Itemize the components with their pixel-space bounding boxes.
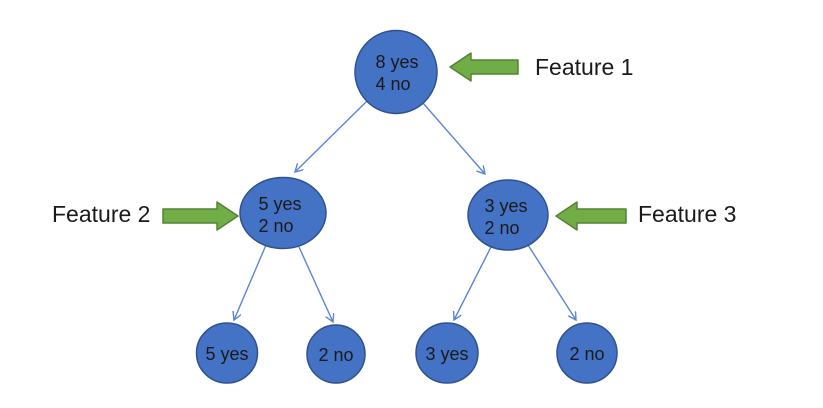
node-right-child-line1: 3 yes [484,196,527,216]
node-leaf-5yes-circle [195,322,259,384]
node-left-child-line1: 5 yes [258,194,301,214]
node-left-child-circle [239,176,327,250]
node-right-child-line2: 2 no [484,218,519,238]
node-root: 8 yes 4 no [354,29,438,115]
node-root-line2: 4 no [375,74,410,94]
feature-1-label: Feature 1 [535,54,633,80]
node-root-line1: 8 yes [375,52,418,72]
feature-2-arrow-right-icon [162,201,239,231]
node-leaf-2no-left-circle [306,324,366,384]
node-leaf-2no-left-label: 2 no [318,345,353,365]
node-leaf-2no-right: 2 no [556,322,618,384]
annotation-feature-1: Feature 1 [449,52,633,82]
feature-1-arrow-left-icon [449,52,519,82]
node-leaf-5yes: 5 yes [195,322,259,384]
node-leaf-3yes: 3 yes [415,322,479,384]
node-leaf-2no-right-circle [556,322,618,384]
node-leaf-2no-right-label: 2 no [569,344,604,364]
edge-root-to-left-child [295,100,368,172]
annotation-feature-3: Feature 3 [555,201,736,231]
node-right-child: 3 yes 2 no [467,179,549,251]
node-leaf-2no-left: 2 no [306,324,366,384]
node-leaf-3yes-circle [415,322,479,384]
edge-left-child-to-leaf-5yes [234,244,267,320]
node-left-child-line2: 2 no [258,216,293,236]
annotation-feature-2: Feature 2 [52,201,239,231]
edge-left-child-to-leaf-2no [298,246,333,322]
node-leaf-5yes-label: 5 yes [205,344,248,364]
node-root-circle [354,29,438,115]
edge-right-child-to-leaf-2no [527,244,576,320]
edge-right-child-to-leaf-3yes [454,246,492,320]
node-right-child-circle [467,179,549,251]
feature-3-arrow-left-icon [555,201,627,231]
edge-root-to-right-child [422,102,485,174]
feature-2-label: Feature 2 [52,201,150,227]
node-leaf-3yes-label: 3 yes [425,344,468,364]
feature-3-label: Feature 3 [638,201,736,227]
node-left-child: 5 yes 2 no [239,176,327,250]
